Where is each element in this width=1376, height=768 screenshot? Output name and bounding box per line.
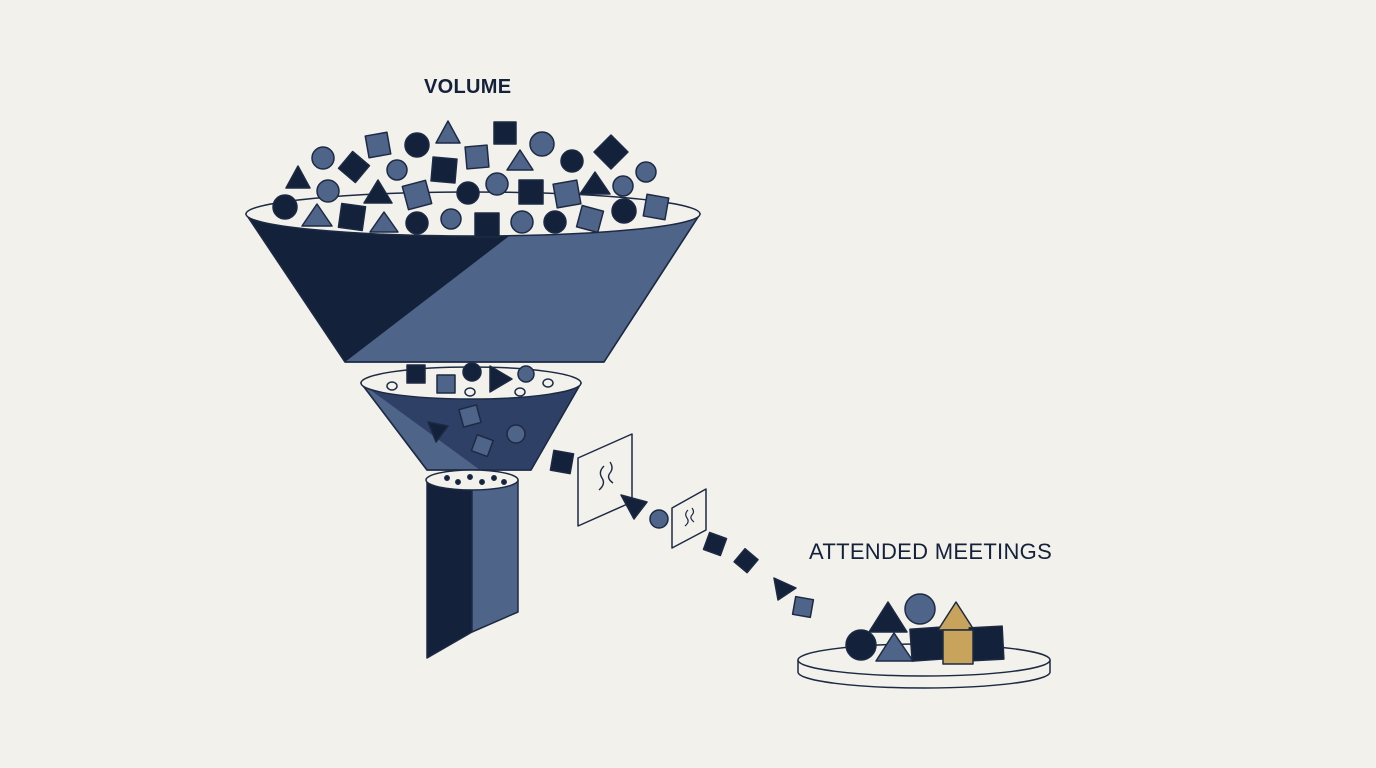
- spout-hole: [501, 479, 507, 485]
- triangle-shape: [301, 203, 333, 227]
- square-shape: [968, 625, 1005, 662]
- circle-shape: [272, 194, 298, 220]
- square-shape: [337, 150, 371, 184]
- meetings-platform: [797, 593, 1051, 689]
- circle-shape: [462, 362, 482, 382]
- circle-shape: [560, 149, 584, 173]
- square-shape: [364, 131, 392, 159]
- triangle-shape: [427, 421, 449, 443]
- square-shape: [436, 374, 456, 394]
- triangle-shape: [506, 149, 534, 171]
- triangle-shape: [868, 601, 908, 633]
- middle-funnel-body-dark: [361, 383, 581, 470]
- document-icon: [577, 433, 633, 527]
- square-shape: [593, 134, 629, 170]
- spout-front-face: [426, 479, 473, 659]
- circle-shape: [635, 161, 657, 183]
- circle-shape: [543, 210, 567, 234]
- square-shape: [518, 179, 544, 205]
- spout-hole: [491, 475, 497, 481]
- circle-shape: [510, 210, 534, 234]
- square-shape: [401, 179, 433, 211]
- flow-items: [549, 433, 815, 619]
- hole-shape: [386, 381, 398, 391]
- hole-shape: [514, 387, 526, 397]
- circle-shape: [612, 175, 634, 197]
- circle-shape: [404, 132, 430, 158]
- square-shape: [458, 404, 482, 428]
- circle-shape: [529, 131, 555, 157]
- square-shape: [493, 121, 517, 145]
- square-shape: [337, 202, 367, 232]
- circle-shape: [440, 208, 462, 230]
- document-icon: [671, 488, 707, 549]
- triangle-shape: [875, 632, 914, 662]
- spout-hole: [467, 474, 473, 480]
- circle-shape: [311, 146, 335, 170]
- square-shape: [474, 212, 500, 238]
- circle-shape: [517, 365, 535, 383]
- gold-square-shape: [942, 629, 974, 665]
- square-shape: [733, 547, 759, 574]
- gold-triangle-shape: [937, 601, 975, 631]
- triangle-shape: [363, 179, 393, 204]
- circle-shape: [485, 172, 509, 196]
- circle-shape: [405, 211, 429, 235]
- triangle-shape: [369, 211, 399, 233]
- spout-side-face: [471, 479, 519, 633]
- funnel-spout: [425, 469, 519, 659]
- triangle-shape: [435, 120, 461, 144]
- square-shape: [464, 144, 490, 170]
- circle-shape: [904, 593, 936, 625]
- triangle-shape: [285, 165, 311, 189]
- hole-shape: [542, 378, 554, 388]
- top-funnel-items: [272, 120, 670, 238]
- square-shape: [549, 449, 575, 475]
- circle-shape: [506, 424, 526, 444]
- triangle-shape: [579, 171, 611, 195]
- volume-label: VOLUME: [424, 76, 512, 98]
- triangle-shape: [620, 494, 648, 520]
- circle-shape: [316, 179, 340, 203]
- circle-shape: [386, 159, 408, 181]
- square-shape: [702, 531, 728, 557]
- spout-hole: [444, 475, 450, 481]
- square-shape: [791, 595, 815, 619]
- spout-top: [425, 469, 519, 491]
- top-funnel-body-dark: [246, 214, 530, 362]
- triangle-shape: [489, 365, 513, 393]
- square-shape: [470, 433, 494, 458]
- spout-hole: [479, 479, 485, 485]
- square-shape: [552, 179, 582, 209]
- square-shape: [406, 364, 426, 384]
- square-shape: [430, 156, 458, 184]
- top-funnel: [245, 191, 701, 363]
- attended-meetings-label: ATTENDED MEETINGS: [809, 539, 1053, 564]
- circle-shape: [845, 629, 877, 661]
- circle-shape: [456, 181, 480, 205]
- triangle-shape: [773, 577, 797, 601]
- square-shape: [575, 204, 605, 234]
- circle-shape: [611, 198, 637, 224]
- circle-shape: [649, 509, 669, 529]
- square-shape: [909, 626, 947, 662]
- hole-shape: [464, 387, 476, 397]
- spout-hole: [455, 479, 461, 485]
- middle-funnel: [360, 362, 582, 471]
- square-shape: [642, 193, 670, 221]
